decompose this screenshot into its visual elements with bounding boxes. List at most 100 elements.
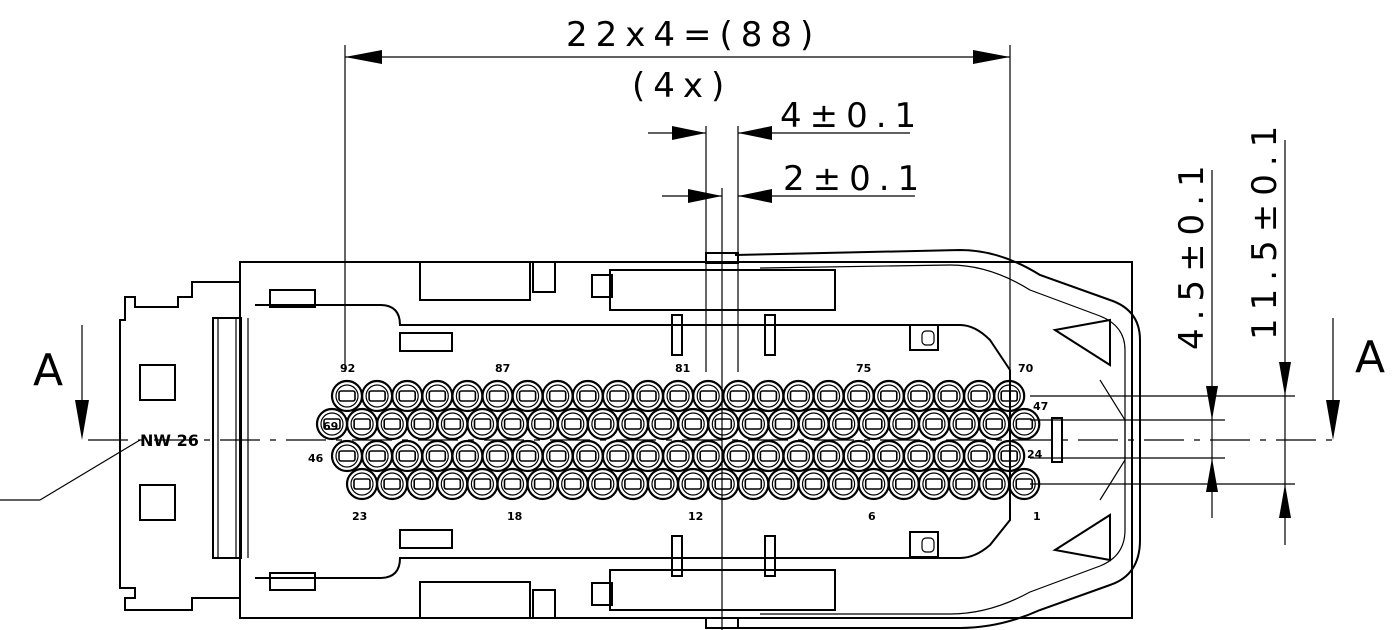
cavity-inner-ring [365,444,389,468]
terminal-slot [849,450,868,462]
terminal-slot [1015,418,1034,430]
cavity-inner-ring [410,472,434,496]
terminal-slot [533,478,552,490]
cavity-inner-ring [515,384,540,408]
terminal-slot [398,450,417,462]
terminal-slot [819,390,838,402]
cavity-inner-ring [576,384,600,408]
terminal-slot [940,450,958,462]
terminal-slot [639,450,657,462]
terminal-slot [774,478,793,490]
pin-label-70: 70 [1018,362,1034,375]
terminal-slot [563,418,582,430]
cavity-inner-ring [816,444,841,468]
terminal-slot [548,450,567,462]
cavity-inner-ring [922,412,946,436]
cavity-inner-ring [786,384,811,408]
cavity-inner-ring [681,472,705,496]
cavity-inner-ring [967,444,991,468]
cavity-inner-ring [1012,472,1036,496]
cavity-inner-ring [997,384,1021,408]
cavity-inner-ring [877,444,901,468]
section-marker-right: A [1326,318,1385,440]
vertical-dimensions: 4.5±0.1 11.5±0.1 [1030,118,1295,545]
pin-label-87: 87 [495,362,510,375]
terminal-slot [338,450,356,462]
pin-label-24: 24 [1027,448,1043,461]
terminal-slot [443,478,462,490]
terminal-slot [879,390,898,402]
terminal-slot [368,450,386,462]
pin-label-6: 6 [868,510,876,523]
section-label-right: A [1355,332,1385,383]
terminal-slot [609,450,627,462]
cavity-inner-ring [636,384,660,408]
terminal-slot [338,390,356,402]
pitch-dimension: 4±0.1 [648,96,916,372]
cavity-inner-ring [1012,412,1036,436]
terminal-slot [729,390,748,402]
terminal-slot [624,478,642,490]
terminal-slot [413,478,432,490]
terminal-slot [684,478,702,490]
cavity-inner-ring [862,412,886,436]
cavity-inner-ring [350,472,374,496]
cavity-inner-ring [726,384,750,408]
terminal-slot [578,450,597,462]
cavity-inner-ring [350,412,374,436]
terminal-slot [759,450,778,462]
terminal-slot [940,390,958,402]
terminal-slot [955,478,973,490]
cavity-inner-ring [847,384,871,408]
cavity-inner-ring [380,472,404,496]
cavity-inner-ring [500,412,525,436]
terminal-slot [654,478,672,490]
terminal-slot [413,418,432,430]
terminal-slot [368,390,386,402]
terminal-slot [804,478,823,490]
cavity-inner-ring [997,444,1021,468]
cavity-inner-ring [952,412,976,436]
cavity-ring [993,379,1026,413]
terminal-slot [819,450,838,462]
cavity-inner-ring [741,472,765,496]
cavity-ring [993,439,1026,473]
terminal-slot [473,478,492,490]
terminal-slot [503,418,522,430]
cavity-inner-ring [801,412,826,436]
terminal-slot [518,390,537,402]
cavity-inner-ring [546,444,570,468]
cavity-inner-ring [756,444,781,468]
terminal-slot [744,478,763,490]
cavity-inner-ring [335,444,359,468]
cavity-ring [1008,407,1041,441]
terminal-slot [624,418,642,430]
cavity-inner-ring [561,472,585,496]
terminal-slot [744,418,763,430]
terminal-slot [398,390,417,402]
pin-label-12: 12 [688,510,703,523]
pin-label-69: 69 [323,420,338,433]
terminal-slot [789,390,808,402]
cavity-inner-ring [651,472,675,496]
overall-dimension-label: 22x4=(88) [566,15,821,55]
pin-label-81: 81 [675,362,690,375]
overall-dimension: 22x4=(88) (4x) [344,15,1011,372]
cavity-inner-ring [500,472,525,496]
cavity-inner-ring [531,412,555,436]
terminal-slot [594,418,612,430]
cavity-inner-ring [666,384,690,408]
terminal-slot [804,418,823,430]
cavity-inner-ring [395,384,419,408]
cavity-inner-ring [907,384,931,408]
cavity-inner-ring [967,384,991,408]
cavity-inner-ring [440,412,464,436]
terminal-slot [879,450,898,462]
cavity-inner-ring [440,472,464,496]
cavity-inner-ring [877,384,901,408]
terminal-slot [458,450,477,462]
section-label-left: A [33,345,63,396]
cavity-inner-ring [455,444,479,468]
